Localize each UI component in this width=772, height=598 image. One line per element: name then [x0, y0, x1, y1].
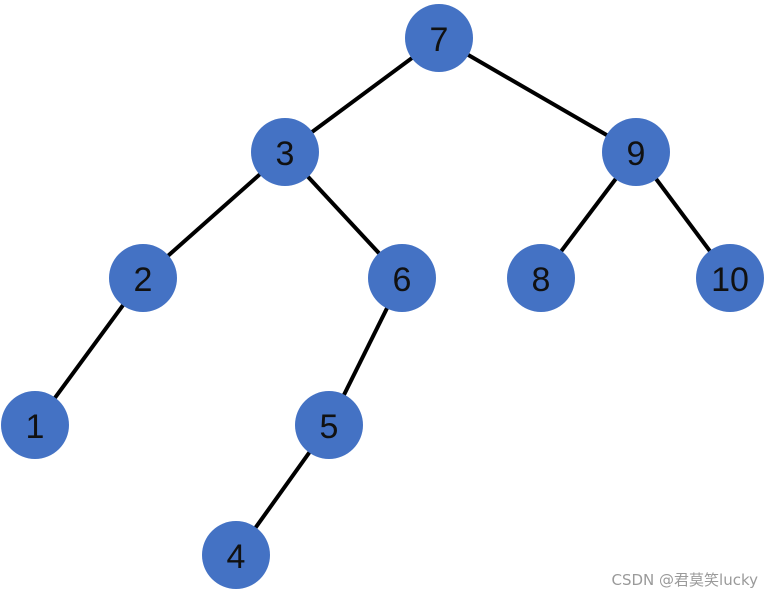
node-label: 7: [430, 21, 449, 59]
node-circle: [295, 391, 363, 459]
node-label: 6: [393, 261, 412, 299]
node-circle: [109, 244, 177, 312]
node-label: 3: [276, 135, 295, 173]
node-circle: [696, 244, 764, 312]
tree-node-3: 3: [251, 118, 319, 186]
nodes-layer: 7 3 9 2 6 8 10 1 5 4: [1, 4, 764, 589]
node-label: 1: [26, 408, 45, 446]
node-label: 5: [320, 408, 339, 446]
node-circle: [602, 118, 670, 186]
node-circle: [202, 521, 270, 589]
node-circle: [251, 118, 319, 186]
node-label: 9: [627, 135, 646, 173]
tree-node-10: 10: [696, 244, 764, 312]
node-circle: [507, 244, 575, 312]
node-label: 2: [134, 261, 153, 299]
watermark-text: CSDN @君莫笑lucky: [611, 571, 759, 589]
tree-node-8: 8: [507, 244, 575, 312]
node-circle: [368, 244, 436, 312]
node-label: 4: [227, 538, 246, 576]
tree-node-9: 9: [602, 118, 670, 186]
tree-node-7: 7: [405, 4, 473, 72]
tree-node-1: 1: [1, 391, 69, 459]
node-label: 8: [532, 261, 551, 299]
tree-node-4: 4: [202, 521, 270, 589]
edge-7-9: [437, 36, 638, 154]
node-label: 10: [711, 261, 749, 299]
tree-node-2: 2: [109, 244, 177, 312]
node-circle: [405, 4, 473, 72]
tree-node-6: 6: [368, 244, 436, 312]
node-circle: [1, 391, 69, 459]
tree-node-5: 5: [295, 391, 363, 459]
